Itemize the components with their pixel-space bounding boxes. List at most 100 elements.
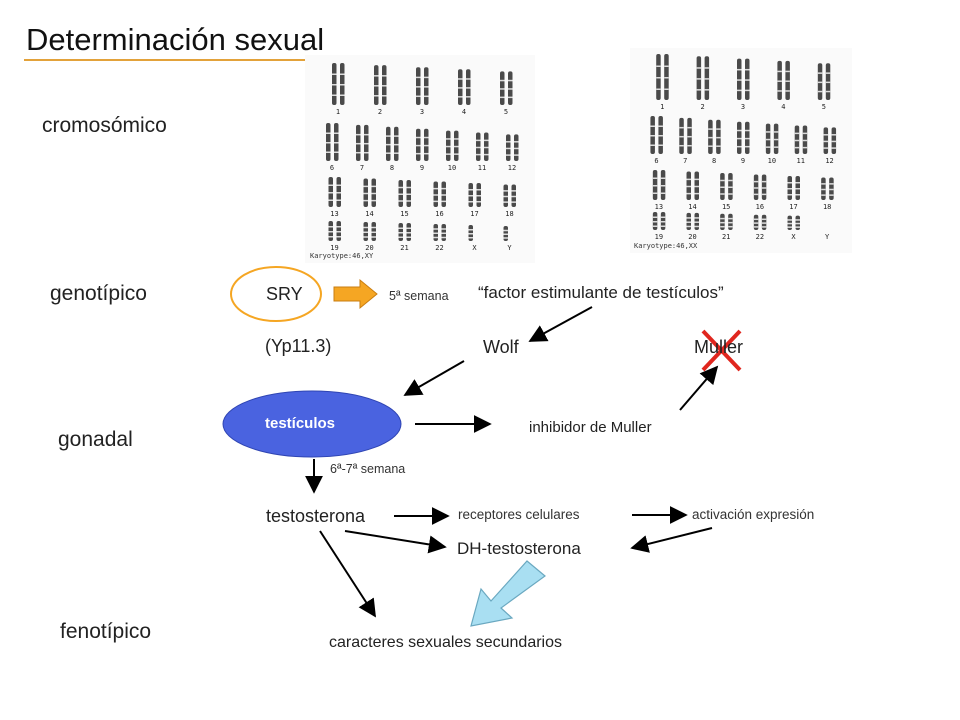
chromosome-band <box>802 132 808 135</box>
chromosome-band <box>704 67 710 69</box>
chromosome-band <box>363 226 368 229</box>
chromosome-band <box>737 129 742 132</box>
chromosome-band <box>773 146 779 148</box>
chromosome-band <box>753 222 759 224</box>
chromosome-band <box>514 141 519 143</box>
chromosome-band <box>458 78 463 80</box>
chromosome-band <box>696 78 702 80</box>
chromosome-band <box>468 195 473 197</box>
chromosome-band <box>441 187 446 190</box>
chromosome-band <box>424 144 429 147</box>
chromosome-band <box>374 95 379 97</box>
chromosome-band <box>328 192 333 194</box>
chromosome-band <box>696 67 702 69</box>
chromosome-band <box>416 86 421 88</box>
chromosome-number: X <box>472 244 477 252</box>
chromosome-band <box>787 226 792 228</box>
chromosome-band <box>454 145 459 148</box>
chromosome-band <box>406 232 411 234</box>
chromosome-band <box>328 226 333 228</box>
chromosome-band <box>468 233 473 235</box>
chromosome-number: 13 <box>655 203 663 211</box>
chromosome-band <box>664 77 669 79</box>
chromosome-band <box>340 94 345 96</box>
chromosome-band <box>720 186 725 188</box>
chromosome-band <box>514 154 519 156</box>
arrow-inhibitor-to-muller <box>679 365 719 411</box>
chromosome-band <box>406 193 411 195</box>
chromosome-band <box>484 139 489 142</box>
chromosome-band <box>500 79 505 82</box>
chromosome-band <box>503 229 508 232</box>
chromosome-band <box>720 225 725 228</box>
chromosome-number: 9 <box>741 157 745 165</box>
chromosome-band <box>656 77 661 79</box>
chromosome-number: 20 <box>365 244 373 252</box>
chromosome-number: 21 <box>722 233 730 241</box>
sry-block-arrow <box>333 278 378 310</box>
chromosome-band <box>466 87 471 89</box>
chromosome-band <box>745 79 750 81</box>
chromosome-band <box>821 183 826 185</box>
chromosome-band <box>753 187 759 189</box>
chromosome-band <box>821 194 826 196</box>
chromosome-band <box>328 199 333 201</box>
title-underline <box>24 59 327 61</box>
chromosome-number: X <box>791 233 796 241</box>
testes-label: testículos <box>265 415 336 432</box>
chromosome-band <box>363 231 368 233</box>
chromosome-band <box>652 221 658 223</box>
chromosome-band <box>484 146 489 149</box>
chromosome-band <box>340 84 345 86</box>
chromosome-band <box>334 142 339 144</box>
chromosome-band <box>704 89 710 91</box>
chromosome-band <box>777 80 782 82</box>
chromosome-band <box>650 125 655 127</box>
chromosome-band <box>823 147 829 149</box>
chromosome-band <box>398 232 403 234</box>
chromosome-band <box>679 144 684 147</box>
chromosome-band <box>398 227 403 229</box>
chromosome-band <box>406 200 411 202</box>
chromosome-band <box>371 231 376 233</box>
chromosome-band <box>829 188 834 191</box>
chromosome-band <box>664 65 669 67</box>
chromosome-band <box>728 179 733 182</box>
chromosome-band <box>356 133 361 136</box>
chromosome-band <box>336 226 341 228</box>
chromosome-band <box>468 229 473 231</box>
chromosome-band <box>508 88 513 90</box>
chromosome-band <box>503 195 508 198</box>
chromosome-band <box>363 192 368 195</box>
chromosome-band <box>506 154 511 156</box>
chromosome-band <box>704 78 710 80</box>
chromosome-band <box>506 147 511 150</box>
chromosome-band <box>382 75 387 77</box>
chromosome-number: 11 <box>796 157 804 165</box>
chromosome-band <box>817 90 823 93</box>
chromosome-band <box>503 201 508 203</box>
chromosome-band <box>441 194 446 196</box>
chromosome-number: 6 <box>654 157 658 165</box>
chromosome-number: 14 <box>688 203 696 211</box>
chromosome-number: 18 <box>505 210 513 218</box>
chromosome-band <box>817 72 823 74</box>
chromosome-band <box>728 193 733 195</box>
chromosome-band <box>720 217 725 220</box>
chromosome-band <box>336 192 341 194</box>
chromosome-band <box>363 236 368 238</box>
chromosome-band <box>694 192 699 195</box>
chromosome-band <box>394 143 399 146</box>
chromosome-band <box>831 140 837 143</box>
chromosome-band <box>514 147 519 150</box>
chromosome-band <box>794 139 800 142</box>
chromosome-band <box>511 201 516 203</box>
chromosome-band <box>503 237 508 239</box>
muller-cross-line-b <box>701 329 742 372</box>
sry-ellipse <box>230 266 322 322</box>
chromosome-band <box>424 95 429 98</box>
chromosome-number: 16 <box>435 210 443 218</box>
level-chromosomal: cromosómico <box>42 114 167 137</box>
chromosome-band <box>652 225 658 227</box>
chromosome-band <box>406 236 411 238</box>
